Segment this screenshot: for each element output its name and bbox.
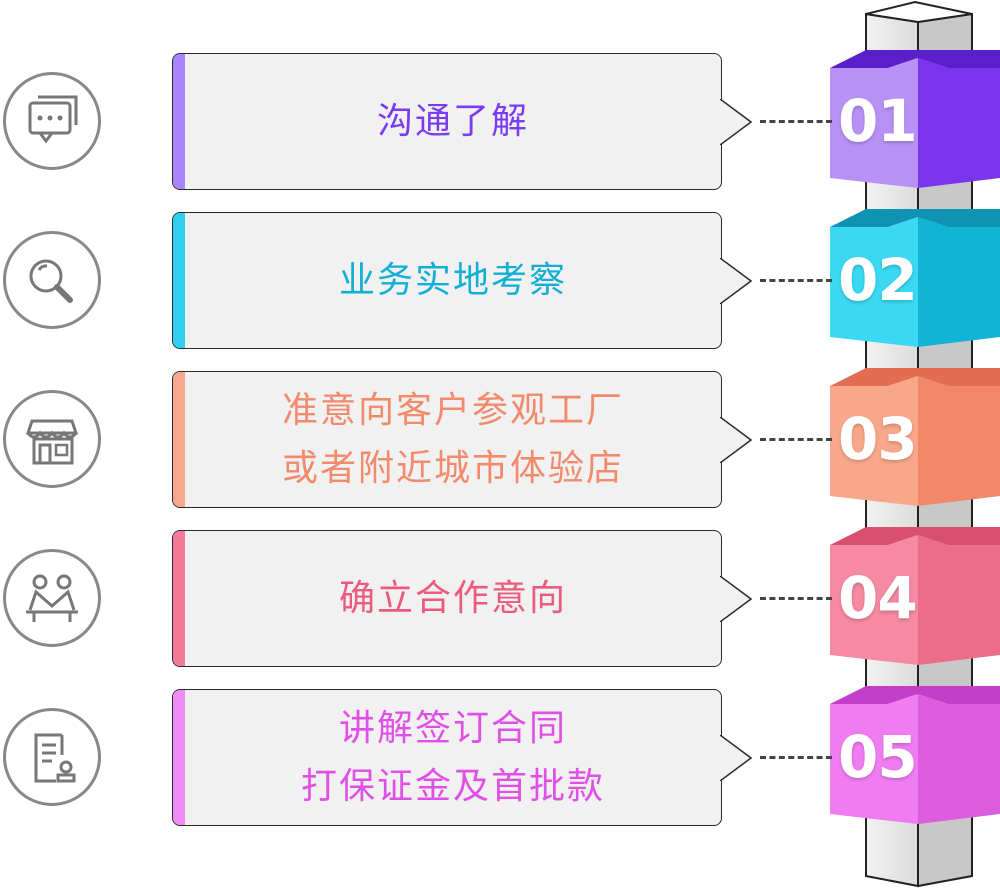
step-text-line: 沟通了解 xyxy=(376,100,529,142)
contract-stamp-icon xyxy=(3,708,101,806)
step-text: 讲解签订合同打保证金及首批款 xyxy=(185,690,721,825)
magnifier-icon xyxy=(3,231,101,329)
step-cube-02 xyxy=(830,209,1000,347)
step-number: 01 xyxy=(838,87,918,155)
step-cube-05 xyxy=(830,686,1000,824)
speech-pointer xyxy=(720,576,752,622)
step-accent-bar xyxy=(173,372,185,507)
dashed-connector xyxy=(760,438,832,441)
step-number: 05 xyxy=(838,723,918,791)
speech-pointer xyxy=(720,258,752,304)
chat-bubbles-icon xyxy=(3,72,101,170)
dashed-connector xyxy=(760,597,832,600)
step-accent-bar xyxy=(173,213,185,348)
step-text-line: 业务实地考察 xyxy=(338,259,567,301)
speech-pointer xyxy=(720,417,752,463)
step-text-line: 打保证金及首批款 xyxy=(300,765,605,807)
step-box-01: 沟通了解 xyxy=(172,53,752,190)
dashed-connector xyxy=(760,756,832,759)
step-text-line: 或者附近城市体验店 xyxy=(281,447,624,489)
handshake-meeting-icon xyxy=(3,549,101,647)
step-text-line: 讲解签订合同 xyxy=(338,707,567,749)
step-box-05: 讲解签订合同打保证金及首批款 xyxy=(172,689,752,826)
speech-pointer xyxy=(720,99,752,145)
step-cube-03 xyxy=(830,368,1000,506)
step-text: 确立合作意向 xyxy=(185,531,721,666)
speech-pointer xyxy=(720,735,752,781)
step-accent-bar xyxy=(173,54,185,189)
step-box-04: 确立合作意向 xyxy=(172,530,752,667)
step-box-02: 业务实地考察 xyxy=(172,212,752,349)
step-text-line: 确立合作意向 xyxy=(338,577,567,619)
dashed-connector xyxy=(760,120,832,123)
storefront-icon xyxy=(3,390,101,488)
step-number: 02 xyxy=(838,246,918,314)
step-number: 04 xyxy=(838,564,918,632)
step-text: 沟通了解 xyxy=(185,54,721,189)
step-number: 03 xyxy=(838,405,918,473)
dashed-connector xyxy=(760,279,832,282)
step-accent-bar xyxy=(173,531,185,666)
step-box-03: 准意向客户参观工厂或者附近城市体验店 xyxy=(172,371,752,508)
step-cube-01 xyxy=(830,50,1000,188)
step-text-line: 准意向客户参观工厂 xyxy=(281,389,624,431)
step-text: 准意向客户参观工厂或者附近城市体验店 xyxy=(185,372,721,507)
step-cube-04 xyxy=(830,527,1000,665)
step-text: 业务实地考察 xyxy=(185,213,721,348)
pillar-top xyxy=(865,0,973,24)
step-accent-bar xyxy=(173,690,185,825)
